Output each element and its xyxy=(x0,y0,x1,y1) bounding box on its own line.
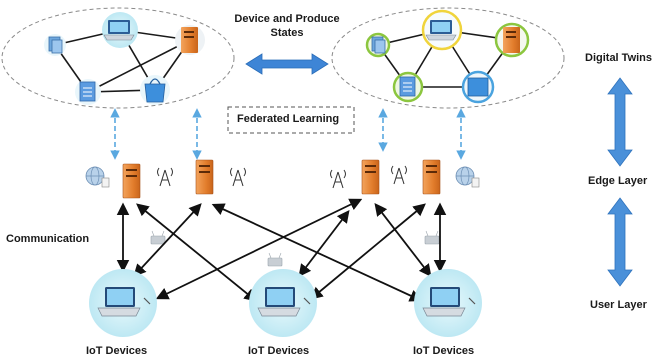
twin-node-r-document xyxy=(392,71,424,103)
twin-node-shopping-bag xyxy=(140,75,170,105)
edge-server-2 xyxy=(195,159,214,195)
twin-node-r-laptop xyxy=(421,9,463,51)
digital-twin-cluster-left xyxy=(1,7,235,109)
twin-node-r-document-small xyxy=(365,32,391,58)
layer-arrow-edge-user xyxy=(607,197,633,287)
iot-devices-label-3: IoT Devices xyxy=(413,345,475,357)
twin-node-laptop xyxy=(102,12,138,48)
layer-arrow-twins-edge xyxy=(607,77,633,167)
iot-device-3 xyxy=(414,269,482,337)
twin-node-r-server xyxy=(494,22,530,58)
twin-node-r-box xyxy=(461,70,495,104)
twin-sync-arrows xyxy=(110,108,466,160)
edge-layer-label: Edge Layer xyxy=(588,175,648,187)
globe-icon xyxy=(85,166,480,188)
edge-server-3 xyxy=(361,159,380,195)
twin-node-document xyxy=(75,79,101,105)
twin-node-server xyxy=(175,25,205,55)
edge-server-1 xyxy=(122,163,141,199)
communication-label: Communication xyxy=(6,233,90,245)
iot-devices-label-1: IoT Devices xyxy=(86,345,148,357)
federated-learning-box xyxy=(227,106,355,134)
iot-devices-label-2: IoT Devices xyxy=(248,345,310,357)
device-states-arrow xyxy=(245,53,329,75)
twin-node-document-small xyxy=(44,34,66,56)
digital-twin-cluster-right xyxy=(331,7,565,109)
communication-links xyxy=(116,198,447,302)
iot-device-1 xyxy=(89,269,157,337)
device-states-label: Device and Produce States xyxy=(234,13,340,39)
router-icon xyxy=(150,230,440,267)
iot-device-2 xyxy=(249,269,317,337)
edge-server-4 xyxy=(422,159,441,195)
antenna-icon xyxy=(157,165,407,189)
federated-learning-label: Federated Learning xyxy=(237,113,340,125)
user-layer-label: User Layer xyxy=(590,299,647,311)
digital-twins-layer-label: Digital Twins xyxy=(585,52,653,64)
